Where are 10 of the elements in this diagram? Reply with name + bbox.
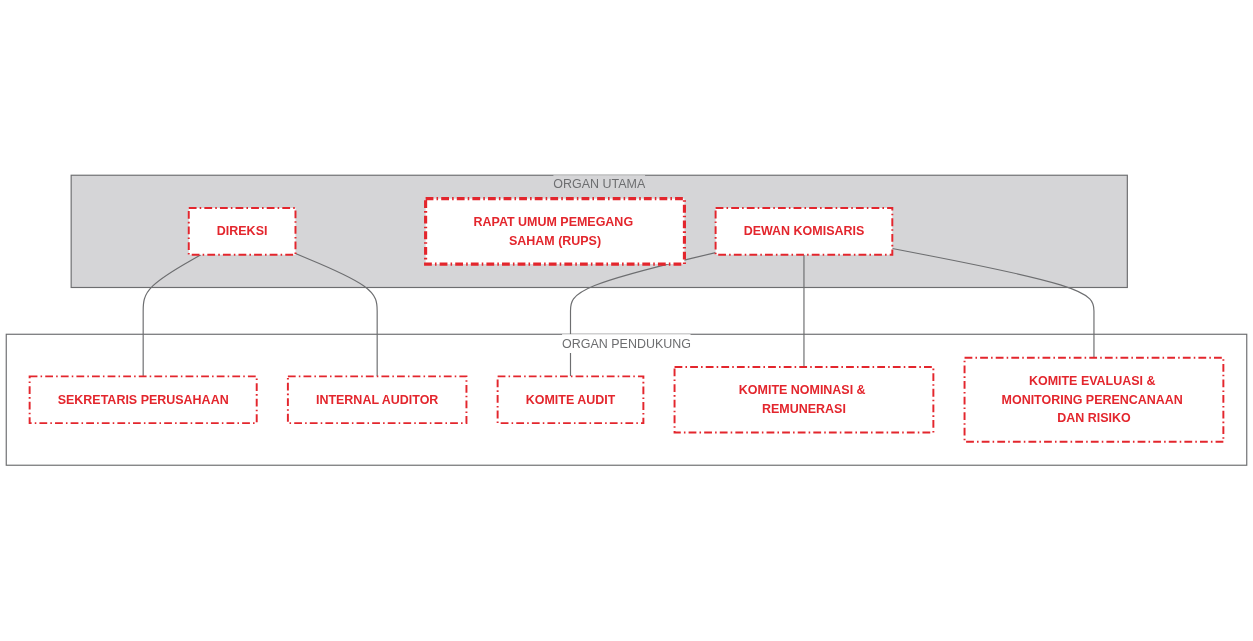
node-box: DIREKSI: [187, 207, 297, 256]
node-box: KOMITE AUDIT: [496, 375, 645, 425]
node-box: RAPAT UMUM PEMEGANG SAHAM (RUPS): [424, 197, 686, 266]
connector: [294, 253, 378, 378]
node-box: DEWAN KOMISARIS: [714, 207, 894, 256]
node-box: SEKRETARIS PERUSAHAAN: [28, 375, 258, 425]
node-box: KOMITE NOMINASI & REMUNERASI: [673, 366, 935, 434]
node-box: KOMITE EVALUASI & MONITORING PERENCANAAN DAN RISIKO: [963, 356, 1225, 444]
node-box: INTERNAL AUDITOR: [286, 375, 468, 425]
connector: [803, 254, 805, 368]
